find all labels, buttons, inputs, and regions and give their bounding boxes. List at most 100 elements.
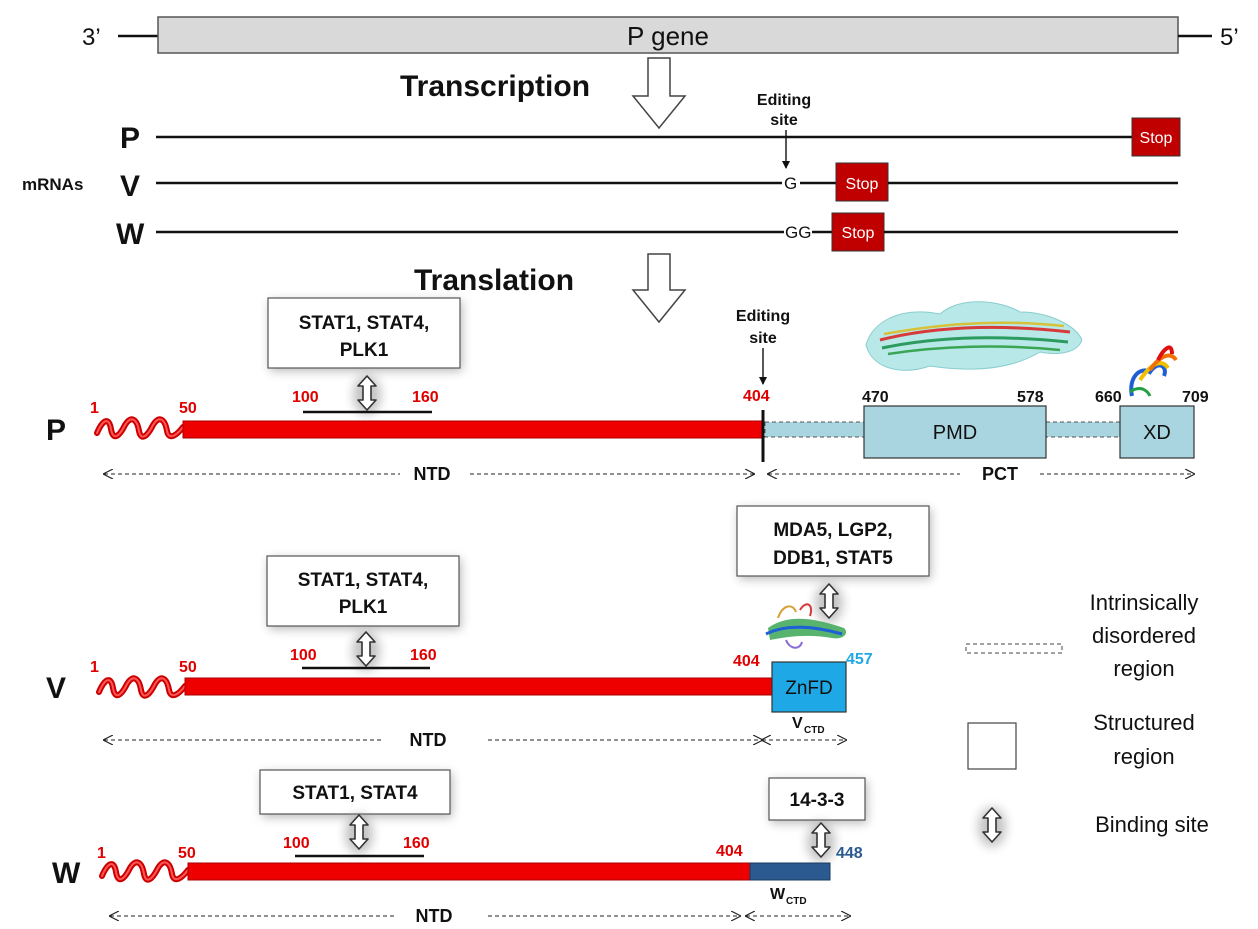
p-disordered-linker-1 (764, 421, 865, 438)
protein-v: MDA5, LGP2, DDB1, STAT5 STAT1, STAT4, PL… (46, 505, 931, 750)
gene-section: 3’ P gene 5’ (82, 16, 1239, 54)
v-ctd-binding-box (736, 505, 930, 577)
p-binding-line2: PLK1 (340, 340, 389, 361)
p-pos-709: 709 (1182, 389, 1209, 406)
p-disordered-linker-2 (1045, 421, 1121, 438)
p-binding-box (267, 297, 461, 369)
v-pos-457: 457 (846, 651, 873, 668)
mrna-group-label: mRNAs (22, 175, 83, 194)
v-pos-100: 100 (290, 647, 317, 664)
legend-structured-line1: Structured (1093, 710, 1195, 735)
pmd-structure-icon (865, 301, 1083, 371)
p-pos-404: 404 (743, 388, 770, 405)
w-pos-1: 1 (97, 845, 106, 862)
p-binding-line1: STAT1, STAT4, (299, 313, 430, 334)
p-pos-100: 100 (292, 389, 319, 406)
w-ctd-label: W (770, 886, 786, 903)
mrna-p-label: P (120, 122, 140, 155)
transcription-arrow (631, 57, 687, 130)
v-ctd-binding-line2: DDB1, STAT5 (773, 548, 893, 569)
v-binding-line2: PLK1 (339, 597, 388, 618)
w-ntd-bar (187, 862, 751, 881)
protein-p-label: P (46, 414, 66, 447)
protein-w-label: W (52, 857, 81, 890)
legend-disordered-line2: disordered (1092, 623, 1196, 648)
w-ctd-binding-line1: 14-3-3 (790, 790, 845, 811)
p-gene-label: P gene (627, 21, 709, 51)
legend: Intrinsically disordered region Structur… (965, 590, 1209, 847)
protein-v-label: V (46, 672, 66, 705)
legend-structured-line2: region (1113, 744, 1174, 769)
v-ctd-binding-line1: MDA5, LGP2, (773, 520, 892, 541)
v-ctd-subscript: CTD (804, 725, 825, 736)
mrna-w-stop (831, 212, 885, 252)
v-pos-50: 50 (179, 659, 197, 676)
v-binding-line1: STAT1, STAT4, (298, 570, 429, 591)
v-ntd-label: NTD (410, 730, 447, 750)
w-binding-line1: STAT1, STAT4 (292, 783, 418, 804)
w-binding-box (259, 769, 451, 815)
protein-p: STAT1, STAT4, PLK1 1 50 100 160 404 Edit… (46, 297, 1209, 484)
mrna-v-insert: G (784, 174, 797, 193)
w-ctd-bar (749, 862, 831, 881)
w-pos-50: 50 (178, 845, 196, 862)
p-xd-domain (1119, 405, 1195, 459)
w-pos-404: 404 (716, 843, 743, 860)
mrna-p-stop (1131, 117, 1181, 157)
p-editing-site-line2: site (749, 330, 777, 347)
w-ctd-binding-box (768, 777, 866, 821)
mrna-section: Editing site P Stop mRNAs V G Stop W GG … (22, 92, 1181, 252)
gene-end-left: 3’ (82, 24, 101, 51)
mrna-editing-site-line2: site (770, 112, 798, 129)
transcription-label: Transcription (400, 70, 590, 103)
legend-binding-label: Binding site (1095, 812, 1209, 837)
p-pos-578: 578 (1017, 389, 1044, 406)
p-pos-160: 160 (412, 389, 439, 406)
p-pos-50: 50 (179, 400, 197, 417)
translation-arrow (631, 253, 687, 324)
mrna-v-stop-label: Stop (846, 176, 879, 193)
legend-structured-swatch (967, 722, 1017, 770)
mrna-v-label: V (120, 170, 140, 203)
gene-end-right: 5’ (1220, 24, 1239, 51)
p-pos-660: 660 (1095, 389, 1122, 406)
w-pos-100: 100 (283, 835, 310, 852)
v-znfd-label: ZnFD (785, 678, 833, 699)
znfd-structure-icon (765, 603, 847, 649)
p-pos-470: 470 (862, 389, 889, 406)
legend-disordered-swatch (965, 643, 1063, 654)
v-ctd-label: V (792, 715, 803, 732)
w-helix-icon (102, 862, 188, 879)
p-helix-icon (97, 419, 183, 436)
v-helix-icon (99, 678, 185, 695)
p-ntd-bar (182, 420, 764, 439)
w-pos-448: 448 (836, 845, 863, 862)
mrna-p-stop-label: Stop (1140, 130, 1173, 147)
mrna-w-label: W (116, 218, 145, 251)
p-ntd-label: NTD (414, 464, 451, 484)
w-pos-160: 160 (403, 835, 430, 852)
translation-label: Translation (414, 264, 574, 297)
xd-structure-icon (1129, 345, 1178, 397)
p-pmd-domain (863, 405, 1047, 459)
v-binding-box (266, 555, 460, 627)
protein-w: 14-3-3 STAT1, STAT4 1 50 100 160 404 448… (52, 769, 867, 926)
p-pos-1: 1 (90, 400, 99, 417)
p-pmd-label: PMD (933, 422, 977, 444)
legend-disordered-line1: Intrinsically (1090, 590, 1199, 615)
mrna-w-insert: GG (785, 223, 811, 242)
v-znfd-domain (771, 661, 847, 713)
p-pct-label: PCT (982, 464, 1018, 484)
legend-disordered-line3: region (1113, 656, 1174, 681)
mrna-w-stop-label: Stop (842, 225, 875, 242)
w-ctd-subscript: CTD (786, 896, 807, 907)
v-ntd-bar (184, 677, 773, 696)
p-editing-site-line1: Editing (736, 308, 790, 325)
p-xd-label: XD (1143, 422, 1171, 444)
v-pos-1: 1 (90, 659, 99, 676)
v-pos-160: 160 (410, 647, 437, 664)
mrna-editing-site-line1: Editing (757, 92, 811, 109)
w-ntd-label: NTD (416, 906, 453, 926)
v-pos-404: 404 (733, 653, 760, 670)
